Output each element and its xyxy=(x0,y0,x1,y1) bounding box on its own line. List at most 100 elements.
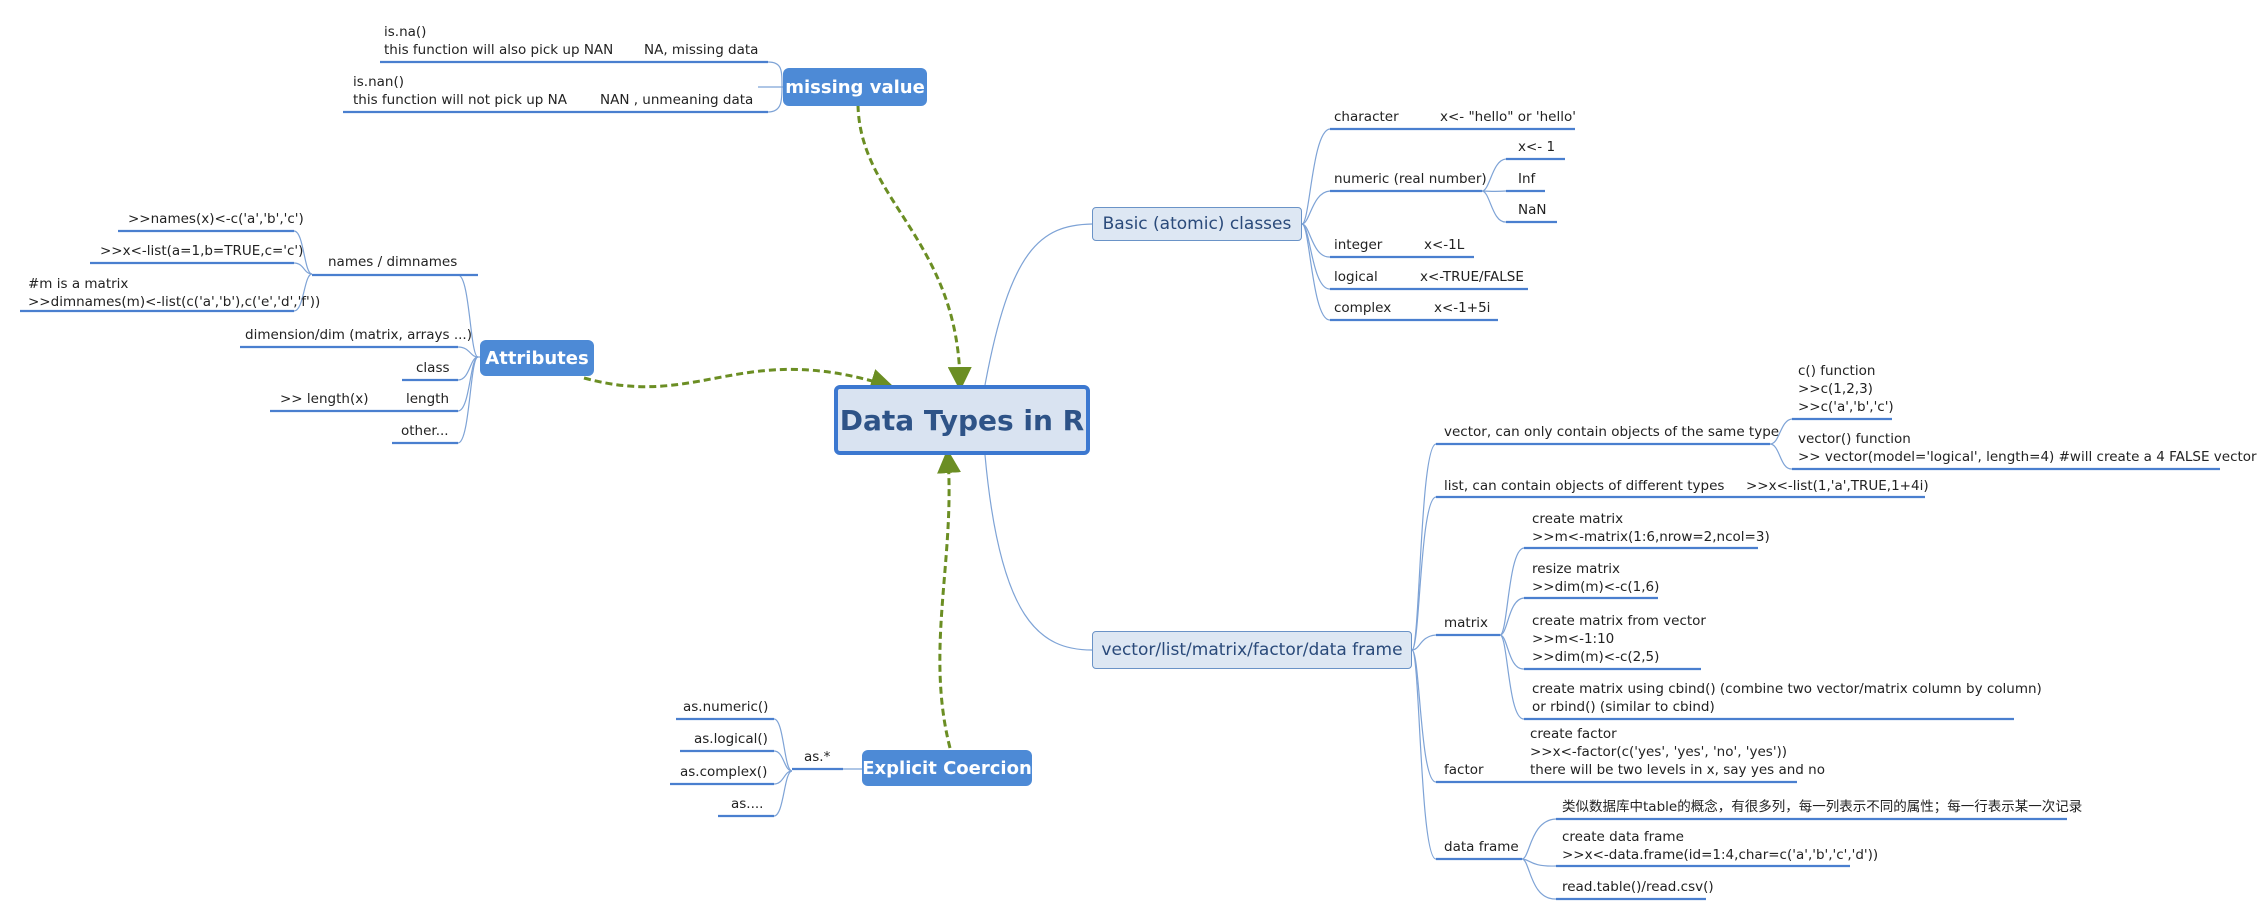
numeric-node[interactable]: numeric (real number) xyxy=(1334,171,1487,187)
isnan-node[interactable]: is.nan() this function will not pick up … xyxy=(353,73,567,109)
dataframe-description[interactable]: 类似数据库中table的概念，有很多列，每一列表示不同的属性；每一行表示某一次记… xyxy=(1562,799,2083,815)
link-num-1 xyxy=(1481,158,1507,192)
factor-node[interactable]: factor xyxy=(1444,762,1484,778)
isnan-value[interactable]: NAN , unmeaning data xyxy=(600,92,754,108)
complex-example[interactable]: x<-1+5i xyxy=(1434,300,1491,316)
vector-c-title: c() function xyxy=(1798,363,1876,379)
integer-node[interactable]: integer xyxy=(1334,237,1383,253)
as-star-node[interactable]: as.* xyxy=(804,749,831,765)
structures-node[interactable]: vector/list/matrix/factor/data frame xyxy=(1092,631,1412,669)
explicit-coercion-node[interactable]: Explicit Coercion xyxy=(862,750,1032,786)
as-complex-node[interactable]: as.complex() xyxy=(680,764,768,780)
complex-node[interactable]: complex xyxy=(1334,300,1392,316)
matrix-create-node[interactable]: create matrix >>m<-matrix(1:6,nrow=2,nco… xyxy=(1532,510,1770,546)
isna-title: is.na() xyxy=(384,24,427,40)
link-list xyxy=(1411,496,1437,651)
matrix-cbind-node[interactable]: create matrix using cbind() (combine two… xyxy=(1532,680,2042,716)
character-example[interactable]: x<- "hello" or 'hello' xyxy=(1440,109,1576,125)
arrow-missing-to-central xyxy=(856,104,972,391)
as-logical-node[interactable]: as.logical() xyxy=(694,731,768,747)
isna-value[interactable]: NA, missing data xyxy=(644,42,759,58)
list-node[interactable]: list, can contain objects of different t… xyxy=(1444,478,1725,494)
dataframe-node[interactable]: data frame xyxy=(1444,839,1519,855)
vector-c-ex2: >>c('a','b','c') xyxy=(1798,399,1894,415)
matrix-from-vector-title: create matrix from vector xyxy=(1532,613,1706,629)
basic-classes-node[interactable]: Basic (atomic) classes xyxy=(1092,207,1302,241)
link-vec-c xyxy=(1769,418,1793,445)
integer-example[interactable]: x<-1L xyxy=(1424,237,1465,253)
link-numeric xyxy=(1301,190,1331,225)
isna-node[interactable]: is.na() this function will also pick up … xyxy=(384,23,613,59)
missing-value-node[interactable]: missing value xyxy=(783,68,927,106)
vector-c-function[interactable]: c() function >>c(1,2,3) >>c('a','b','c') xyxy=(1798,362,1894,416)
matrix-resize-title: resize matrix xyxy=(1532,561,1621,577)
dim-node[interactable]: dimension/dim (matrix, arrays ...) xyxy=(245,327,472,343)
link-length xyxy=(457,356,479,412)
link-df-3 xyxy=(1521,858,1557,900)
as-numeric-node[interactable]: as.numeric() xyxy=(683,699,769,715)
matrix-create-ex: >>m<-matrix(1:6,nrow=2,ncol=3) xyxy=(1532,529,1770,545)
link-as-2 xyxy=(773,750,793,772)
names-example-3-code: >>dimnames(m)<-list(c('a','b'),c('e','d'… xyxy=(28,294,321,310)
link-names-3 xyxy=(293,273,313,312)
link-df-1 xyxy=(1521,818,1557,860)
vector-fn-ex: >> vector(model='logical', length=4) #wi… xyxy=(1798,449,2257,465)
numeric-example-3[interactable]: NaN xyxy=(1518,202,1547,218)
names-example-1[interactable]: >>names(x)<-c('a','b','c') xyxy=(128,211,304,227)
factor-example-note: there will be two levels in x, say yes a… xyxy=(1530,762,1825,778)
link-mat-1 xyxy=(1499,547,1525,636)
vector-c-ex1: >>c(1,2,3) xyxy=(1798,381,1873,397)
link-mat-4 xyxy=(1499,634,1525,720)
factor-example-node[interactable]: create factor >>x<-factor(c('yes', 'yes'… xyxy=(1530,725,1825,779)
vector-fn-node[interactable]: vector() function >> vector(model='logic… xyxy=(1798,430,2257,466)
link-mat-2 xyxy=(1499,597,1525,636)
link-dim xyxy=(457,346,479,358)
matrix-cbind-desc: create matrix using cbind() (combine two… xyxy=(1532,681,2042,697)
dataframe-create-code: >>x<-data.frame(id=1:4,char=c('a','b','c… xyxy=(1562,847,1879,863)
link-names-2 xyxy=(293,262,313,275)
names-example-3[interactable]: #m is a matrix >>dimnames(m)<-list(c('a'… xyxy=(28,275,320,311)
central-topic[interactable]: Data Types in R xyxy=(834,385,1090,455)
arrow-coercion-to-central xyxy=(937,449,961,749)
link-as-4 xyxy=(773,770,793,817)
matrix-create-title: create matrix xyxy=(1532,511,1624,527)
matrix-from-vector-node[interactable]: create matrix from vector >>m<-1:10 >>di… xyxy=(1532,612,1706,666)
matrix-resize-ex: >>dim(m)<-c(1,6) xyxy=(1532,579,1660,595)
character-node[interactable]: character xyxy=(1334,109,1399,125)
logical-node[interactable]: logical xyxy=(1334,269,1378,285)
factor-example-code: >>x<-factor(c('yes', 'yes', 'no', 'yes')… xyxy=(1530,744,1788,760)
link-other xyxy=(457,356,479,444)
as-other-node[interactable]: as.... xyxy=(731,796,764,812)
vector-node[interactable]: vector, can only contain objects of the … xyxy=(1444,424,1780,440)
link-isnan xyxy=(767,86,783,113)
link-character xyxy=(1301,128,1331,225)
class-node[interactable]: class xyxy=(416,360,450,376)
names-dimnames-node[interactable]: names / dimnames xyxy=(328,254,458,270)
numeric-example-2[interactable]: Inf xyxy=(1518,171,1536,187)
names-example-2[interactable]: >>x<-list(a=1,b=TRUE,c='c') xyxy=(100,243,304,259)
other-node[interactable]: other... xyxy=(401,423,449,439)
attributes-node[interactable]: Attributes xyxy=(480,340,594,376)
underlines xyxy=(20,60,2220,901)
factor-example-title: create factor xyxy=(1530,726,1617,742)
length-node[interactable]: length xyxy=(406,391,450,407)
link-dataframe xyxy=(1411,649,1437,860)
matrix-from-vector-ex2: >>dim(m)<-c(2,5) xyxy=(1532,649,1660,665)
list-example[interactable]: >>x<-list(1,'a',TRUE,1+4i) xyxy=(1746,478,1929,494)
link-names xyxy=(457,274,479,358)
length-example[interactable]: >> length(x) xyxy=(280,391,369,407)
matrix-node[interactable]: matrix xyxy=(1444,615,1489,631)
logical-example[interactable]: x<-TRUE/FALSE xyxy=(1420,269,1524,285)
matrix-rbind-desc: or rbind() (similar to cbind) xyxy=(1532,699,1715,715)
dataframe-read-node[interactable]: read.table()/read.csv() xyxy=(1562,879,1714,895)
dataframe-create-title: create data frame xyxy=(1562,829,1684,845)
numeric-example-1[interactable]: x<- 1 xyxy=(1518,139,1556,155)
matrix-resize-node[interactable]: resize matrix >>dim(m)<-c(1,6) xyxy=(1532,560,1659,596)
link-isna xyxy=(767,61,783,88)
dataframe-create-node[interactable]: create data frame >>x<-data.frame(id=1:4… xyxy=(1562,828,1878,864)
link-structures xyxy=(984,454,1093,651)
link-as-1 xyxy=(773,718,793,772)
isnan-title: is.nan() xyxy=(353,74,404,90)
